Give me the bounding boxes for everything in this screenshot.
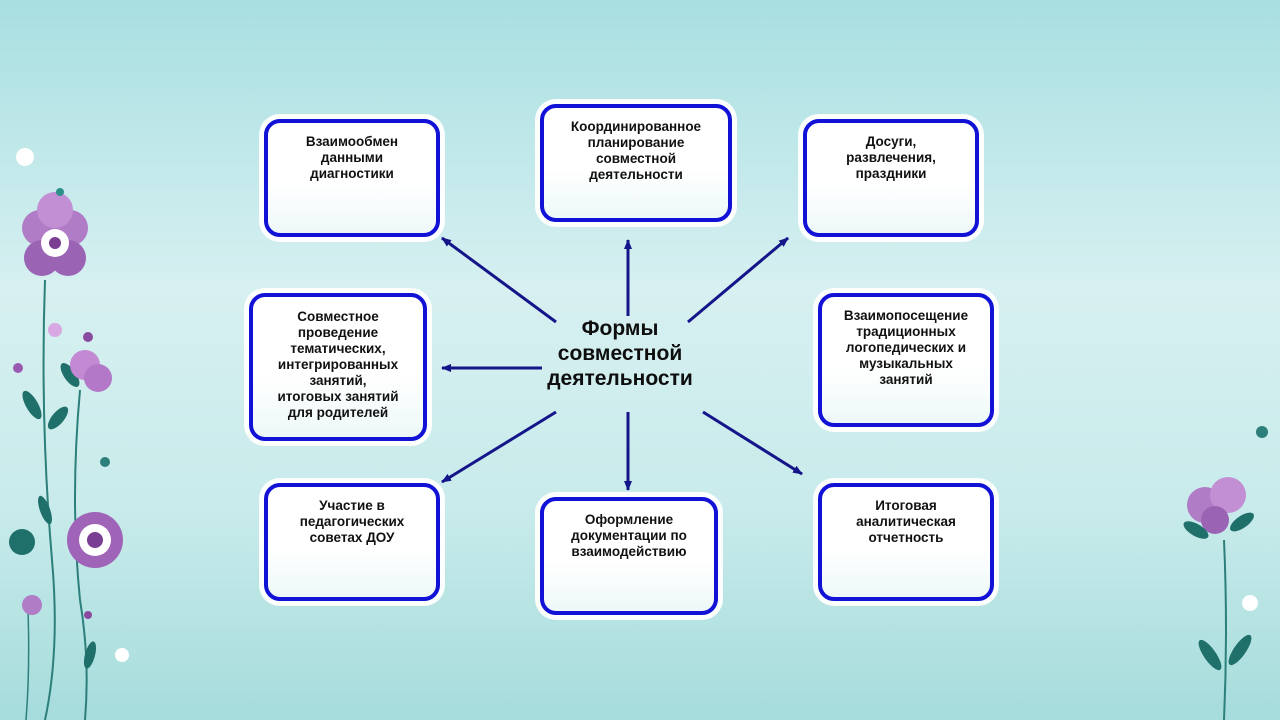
node-bottom-center-label: Оформление документации по взаимодействи… (571, 512, 687, 559)
arrow-to-top-right (687, 236, 789, 324)
node-bottom-left: Участие в педагогических советах ДОУ (264, 483, 440, 601)
node-top-center-label: Координированное планирование совместной… (570, 119, 702, 182)
node-bottom-center: Оформление документации по взаимодействи… (540, 497, 718, 615)
node-middle-right: Взаимопосещение традиционных логопедичес… (818, 293, 994, 427)
node-middle-right-label: Взаимопосещение традиционных логопедичес… (843, 308, 969, 387)
node-bottom-left-label: Участие в педагогических советах ДОУ (299, 498, 405, 545)
node-top-center: Координированное планирование совместной… (540, 104, 732, 222)
node-middle-left: Совместное проведение тематических, инте… (249, 293, 427, 441)
arrow-to-bottom-right (702, 410, 803, 476)
arrow-to-top-left (441, 236, 557, 324)
node-middle-left-label: Совместное проведение тематических, инте… (277, 309, 399, 420)
center-title: Формы совместной деятельности (547, 317, 693, 390)
node-bottom-right: Итоговая аналитическая отчетность (818, 483, 994, 601)
node-top-left-label: Взаимообмен данными диагностики (305, 134, 399, 181)
flower-icon (22, 192, 88, 276)
arrow-to-bottom-left (441, 410, 557, 484)
node-top-right: Досуги, развлечения, праздники (803, 119, 979, 237)
node-top-right-label: Досуги, развлечения, праздники (846, 134, 936, 181)
node-bottom-right-label: Итоговая аналитическая отчетность (856, 498, 956, 545)
node-top-left: Взаимообмен данными диагностики (264, 119, 440, 237)
